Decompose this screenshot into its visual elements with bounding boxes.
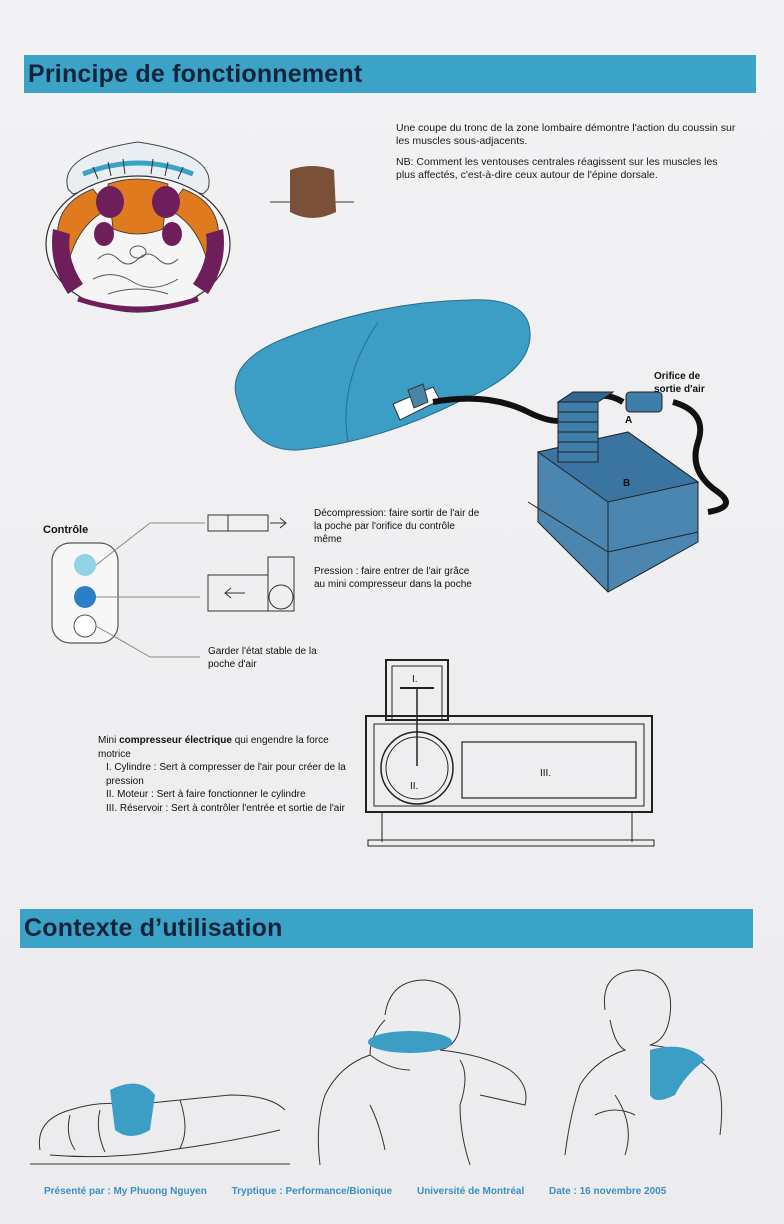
footer-university: Université de Montréal (416, 1186, 525, 1197)
footer-tryptique: Tryptique : Performance/Bionique (231, 1186, 393, 1197)
intro-text: Une coupe du tronc de la zone lombaire d… (396, 122, 736, 190)
controle-label: Contrôle (43, 524, 89, 536)
section-band-principle: Principe de fonctionnement (24, 55, 756, 93)
footer-presenter: Présenté par : My Phuong Nguyen (44, 1186, 207, 1197)
pression-button-icon (74, 586, 96, 608)
section-title-principle: Principe de fonctionnement (28, 59, 363, 88)
diagram-label-ii: II. (410, 781, 419, 792)
compressor-description: Mini compresseur électrique qui engendre… (98, 734, 348, 815)
cushion-compressor-illustration (234, 299, 729, 593)
compressor-intro-post: qui engendre la force motrice (98, 735, 329, 760)
orifice-label: Orifice de sortie d'air (654, 371, 705, 395)
usage-neck-illustration (317, 979, 527, 1166)
compressor-item-1: I. Cylindre : Sert à compresser de l'air… (106, 762, 346, 787)
torso-cross-section-illustration (45, 141, 231, 313)
usage-shoulder-illustration (564, 969, 723, 1156)
stable-button-icon (73, 614, 97, 638)
usage-lying-down-illustration (30, 1083, 290, 1165)
diagram-label-iii: III. (540, 768, 552, 779)
stable-text: Garder l'état stable de la poche d'air (208, 646, 317, 670)
diagram-label-i: I. (412, 674, 418, 685)
compressor-item-2: II. Moteur : Sert à faire fonctionner le… (106, 789, 306, 800)
compressor-intro-pre: Mini (98, 735, 120, 746)
decompression-text: Décompression: faire sortir de l'air de … (314, 508, 480, 545)
decompression-button-icon (74, 554, 96, 576)
compressor-mechanism-diagram (365, 659, 655, 847)
compressor-intro-bold: compresseur électrique (119, 735, 232, 746)
compressor-item-3: III. Réservoir : Sert à contrôler l'entr… (106, 802, 345, 814)
pression-text: Pression : faire entrer de l'air grâce a… (314, 566, 472, 590)
label-b: B (623, 478, 631, 489)
footer-date: Date : 16 novembre 2005 (549, 1186, 667, 1197)
intro-paragraph-2: NB: Comment les ventouses centrales réag… (396, 156, 718, 181)
label-a: A (625, 415, 633, 426)
section-title-context: Contexte d’utilisation (24, 914, 283, 942)
footer: Présenté par : My Phuong Nguyen Tryptiqu… (44, 1186, 688, 1197)
control-diagram (51, 514, 295, 658)
back-section-illustration (270, 166, 354, 218)
section-band-context: Contexte d’utilisation (20, 909, 753, 948)
intro-paragraph-1: Une coupe du tronc de la zone lombaire d… (396, 122, 736, 147)
